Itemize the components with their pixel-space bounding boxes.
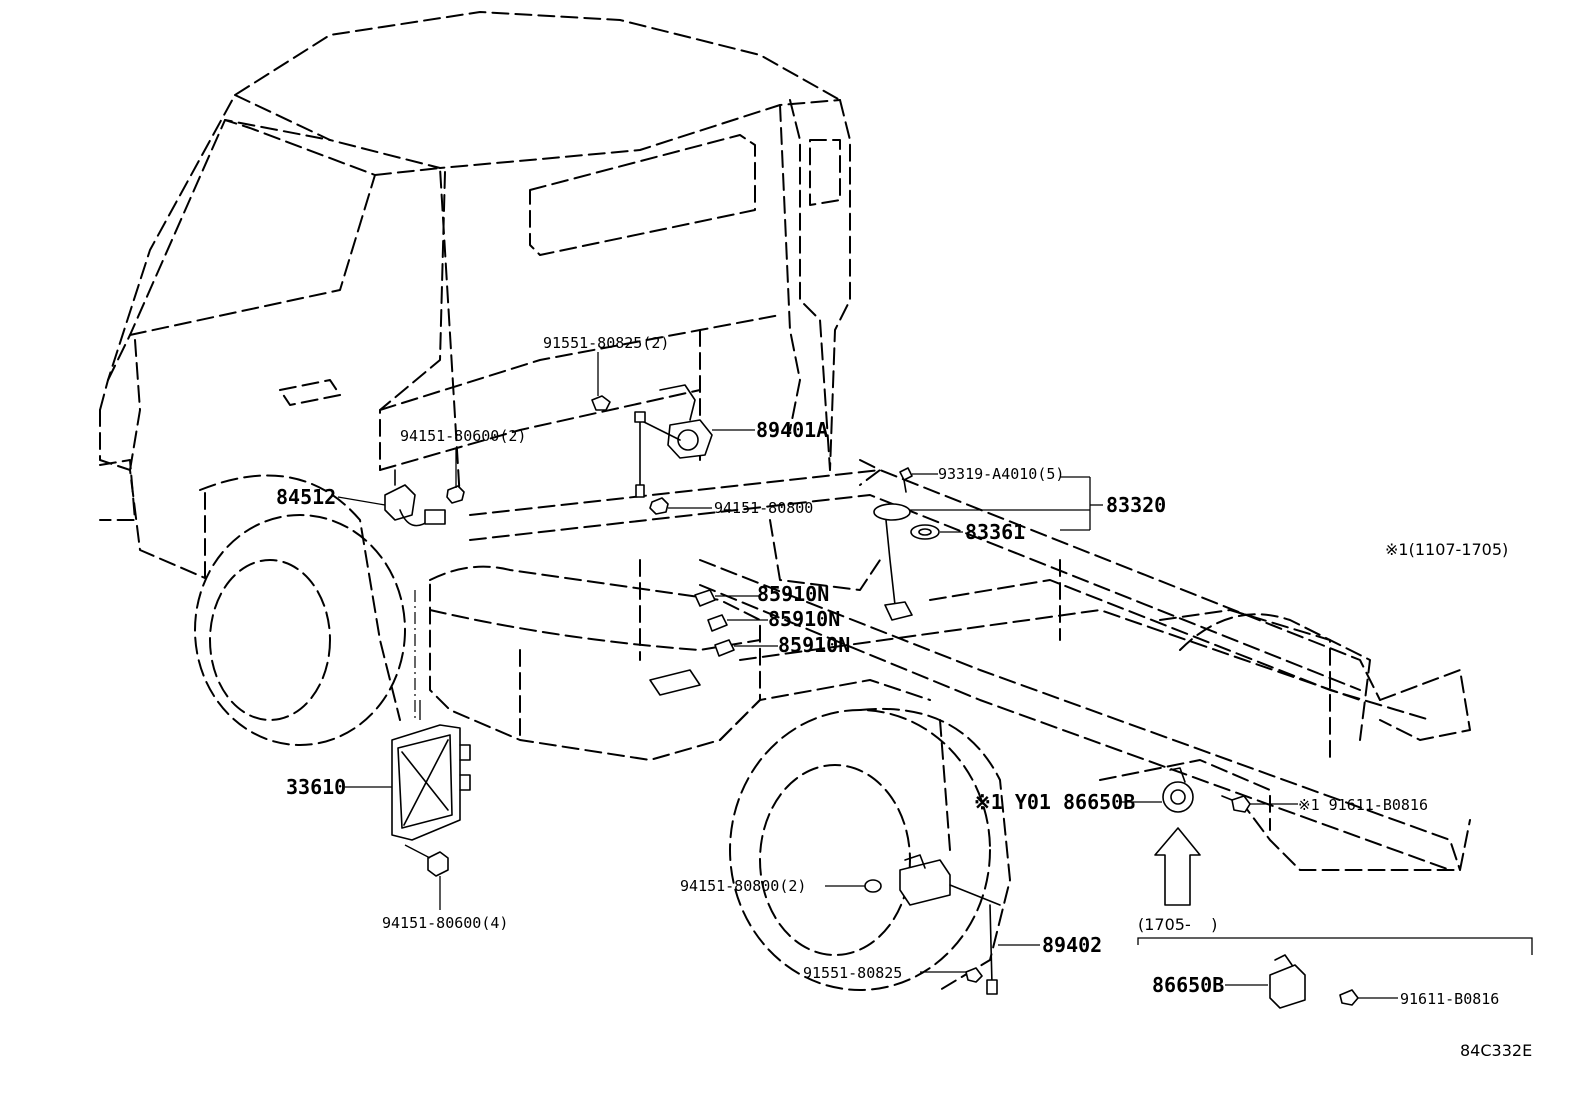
buzzer-86650B-main <box>1120 767 1194 813</box>
label-84512: 84512 <box>276 485 336 509</box>
rear-wheel <box>719 679 1011 991</box>
connector-84512 <box>337 469 446 527</box>
label-94151-80800-2: 94151-80800(2) <box>680 877 806 895</box>
label-85910N-3: 85910N <box>778 633 850 657</box>
bolt-91551-80825 <box>920 967 983 983</box>
bolt-91611-B0816-main <box>1221 795 1298 813</box>
label-inset-range: (1705- ) <box>1138 915 1217 934</box>
nut-94151-80600-4 <box>404 844 449 910</box>
label-91611-B0816-main: ※1 91611-B0816 <box>1298 796 1428 814</box>
label-85910N-1: 85910N <box>757 582 829 606</box>
chassis-frame <box>469 459 1471 871</box>
cab-outline <box>99 11 851 579</box>
label-93319-A4010-5: 93319-A4010(5) <box>938 465 1064 483</box>
fuel-sender-83320 <box>873 476 1103 621</box>
view-arrow <box>1154 827 1201 906</box>
bolt-91611-B0816-inset <box>1339 989 1398 1006</box>
nut-94151-80800 <box>649 497 712 515</box>
label-94151-80800: 94151-80800 <box>714 499 813 517</box>
front-wheel <box>194 474 406 746</box>
gasket-83361 <box>910 524 963 540</box>
label-89401A: 89401A <box>756 418 828 442</box>
label-94151-80600-2: 94151-80600(2) <box>400 427 526 445</box>
fuel-tank <box>429 559 761 761</box>
label-83361: 83361 <box>965 520 1025 544</box>
label-94151-80600-4: 94151-80600(4) <box>382 914 508 932</box>
label-33610: 33610 <box>286 775 346 799</box>
label-89402: 89402 <box>1042 933 1102 957</box>
nut-94151-80800-2 <box>825 879 882 893</box>
height-sensor-89402 <box>899 854 1040 995</box>
screw-93319-A4010 <box>899 467 938 493</box>
connectors-85910N <box>649 589 778 696</box>
nut-94151-80600-2 <box>446 448 465 504</box>
label-91551-80825: 91551-80825 <box>803 964 902 982</box>
buzzer-86650B-inset <box>1225 954 1306 1009</box>
height-sensor-89401A <box>634 384 755 498</box>
ecu-33610-part <box>391 590 471 841</box>
label-91611-B0816-inset: 91611-B0816 <box>1400 990 1499 1008</box>
label-86650B-inset: 86650B <box>1152 973 1224 997</box>
label-83320: 83320 <box>1106 493 1166 517</box>
bolt-91551-80825-2 <box>591 352 611 411</box>
label-91551-80825-2: 91551-80825(2) <box>543 334 669 352</box>
label-note-range: ※1(1107-1705) <box>1385 540 1508 559</box>
inset-bracket <box>1137 937 1533 955</box>
label-85910N-2: 85910N <box>768 607 840 631</box>
label-catalog-code: 84C332E <box>1460 1041 1532 1060</box>
label-86650B-main: ※1 Y01 86650B <box>974 790 1135 814</box>
